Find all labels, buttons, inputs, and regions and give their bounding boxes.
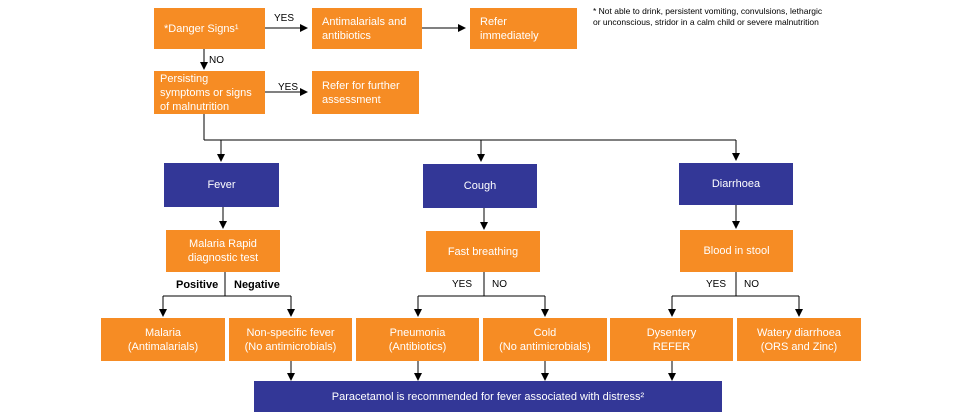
refer-further-assessment-box: Refer for further assessment xyxy=(312,71,419,114)
no-label-danger: NO xyxy=(209,55,224,66)
antimalarials-antibiotics-box: Antimalarials and antibiotics xyxy=(312,8,422,49)
positive-label: Positive xyxy=(176,279,219,291)
watery-diarrhoea-outcome-box: Watery diarrhoea (ORS and Zinc) xyxy=(737,318,861,361)
malaria-outcome-box: Malaria (Antimalarials) xyxy=(101,318,225,361)
blood-in-stool-box: Blood in stool xyxy=(680,230,793,272)
no-label-cough: NO xyxy=(492,279,507,290)
negative-label: Negative xyxy=(234,279,280,291)
persisting-symptoms-box: Persisting symptoms or signs of malnutri… xyxy=(154,71,265,114)
cold-outcome-box: Cold (No antimicrobials) xyxy=(483,318,607,361)
fever-box: Fever xyxy=(164,163,279,207)
fast-breathing-box: Fast breathing xyxy=(426,231,540,272)
cough-box: Cough xyxy=(423,164,537,208)
refer-immediately-box: Refer immediately xyxy=(470,8,577,49)
diarrhoea-box: Diarrhoea xyxy=(679,163,793,205)
yes-label-persisting: YES xyxy=(278,82,299,93)
danger-signs-box: *Danger Signs¹ xyxy=(154,8,265,49)
pneumonia-outcome-box: Pneumonia (Antibiotics) xyxy=(356,318,479,361)
paracetamol-footer-box: Paracetamol is recommended for fever ass… xyxy=(254,381,722,412)
yes-label-danger: YES xyxy=(274,13,295,24)
no-label-diarrhoea: NO xyxy=(744,279,759,290)
yes-label-diarrhoea: YES xyxy=(706,279,727,290)
yes-label-cough: YES xyxy=(452,279,473,290)
dysentery-outcome-box: Dysentery REFER xyxy=(610,318,733,361)
malaria-rdt-box: Malaria Rapid diagnostic test xyxy=(166,230,280,272)
danger-signs-footnote: * Not able to drink, persistent vomiting… xyxy=(593,6,823,27)
nonspecific-fever-outcome-box: Non-specific fever (No antimicrobials) xyxy=(229,318,352,361)
